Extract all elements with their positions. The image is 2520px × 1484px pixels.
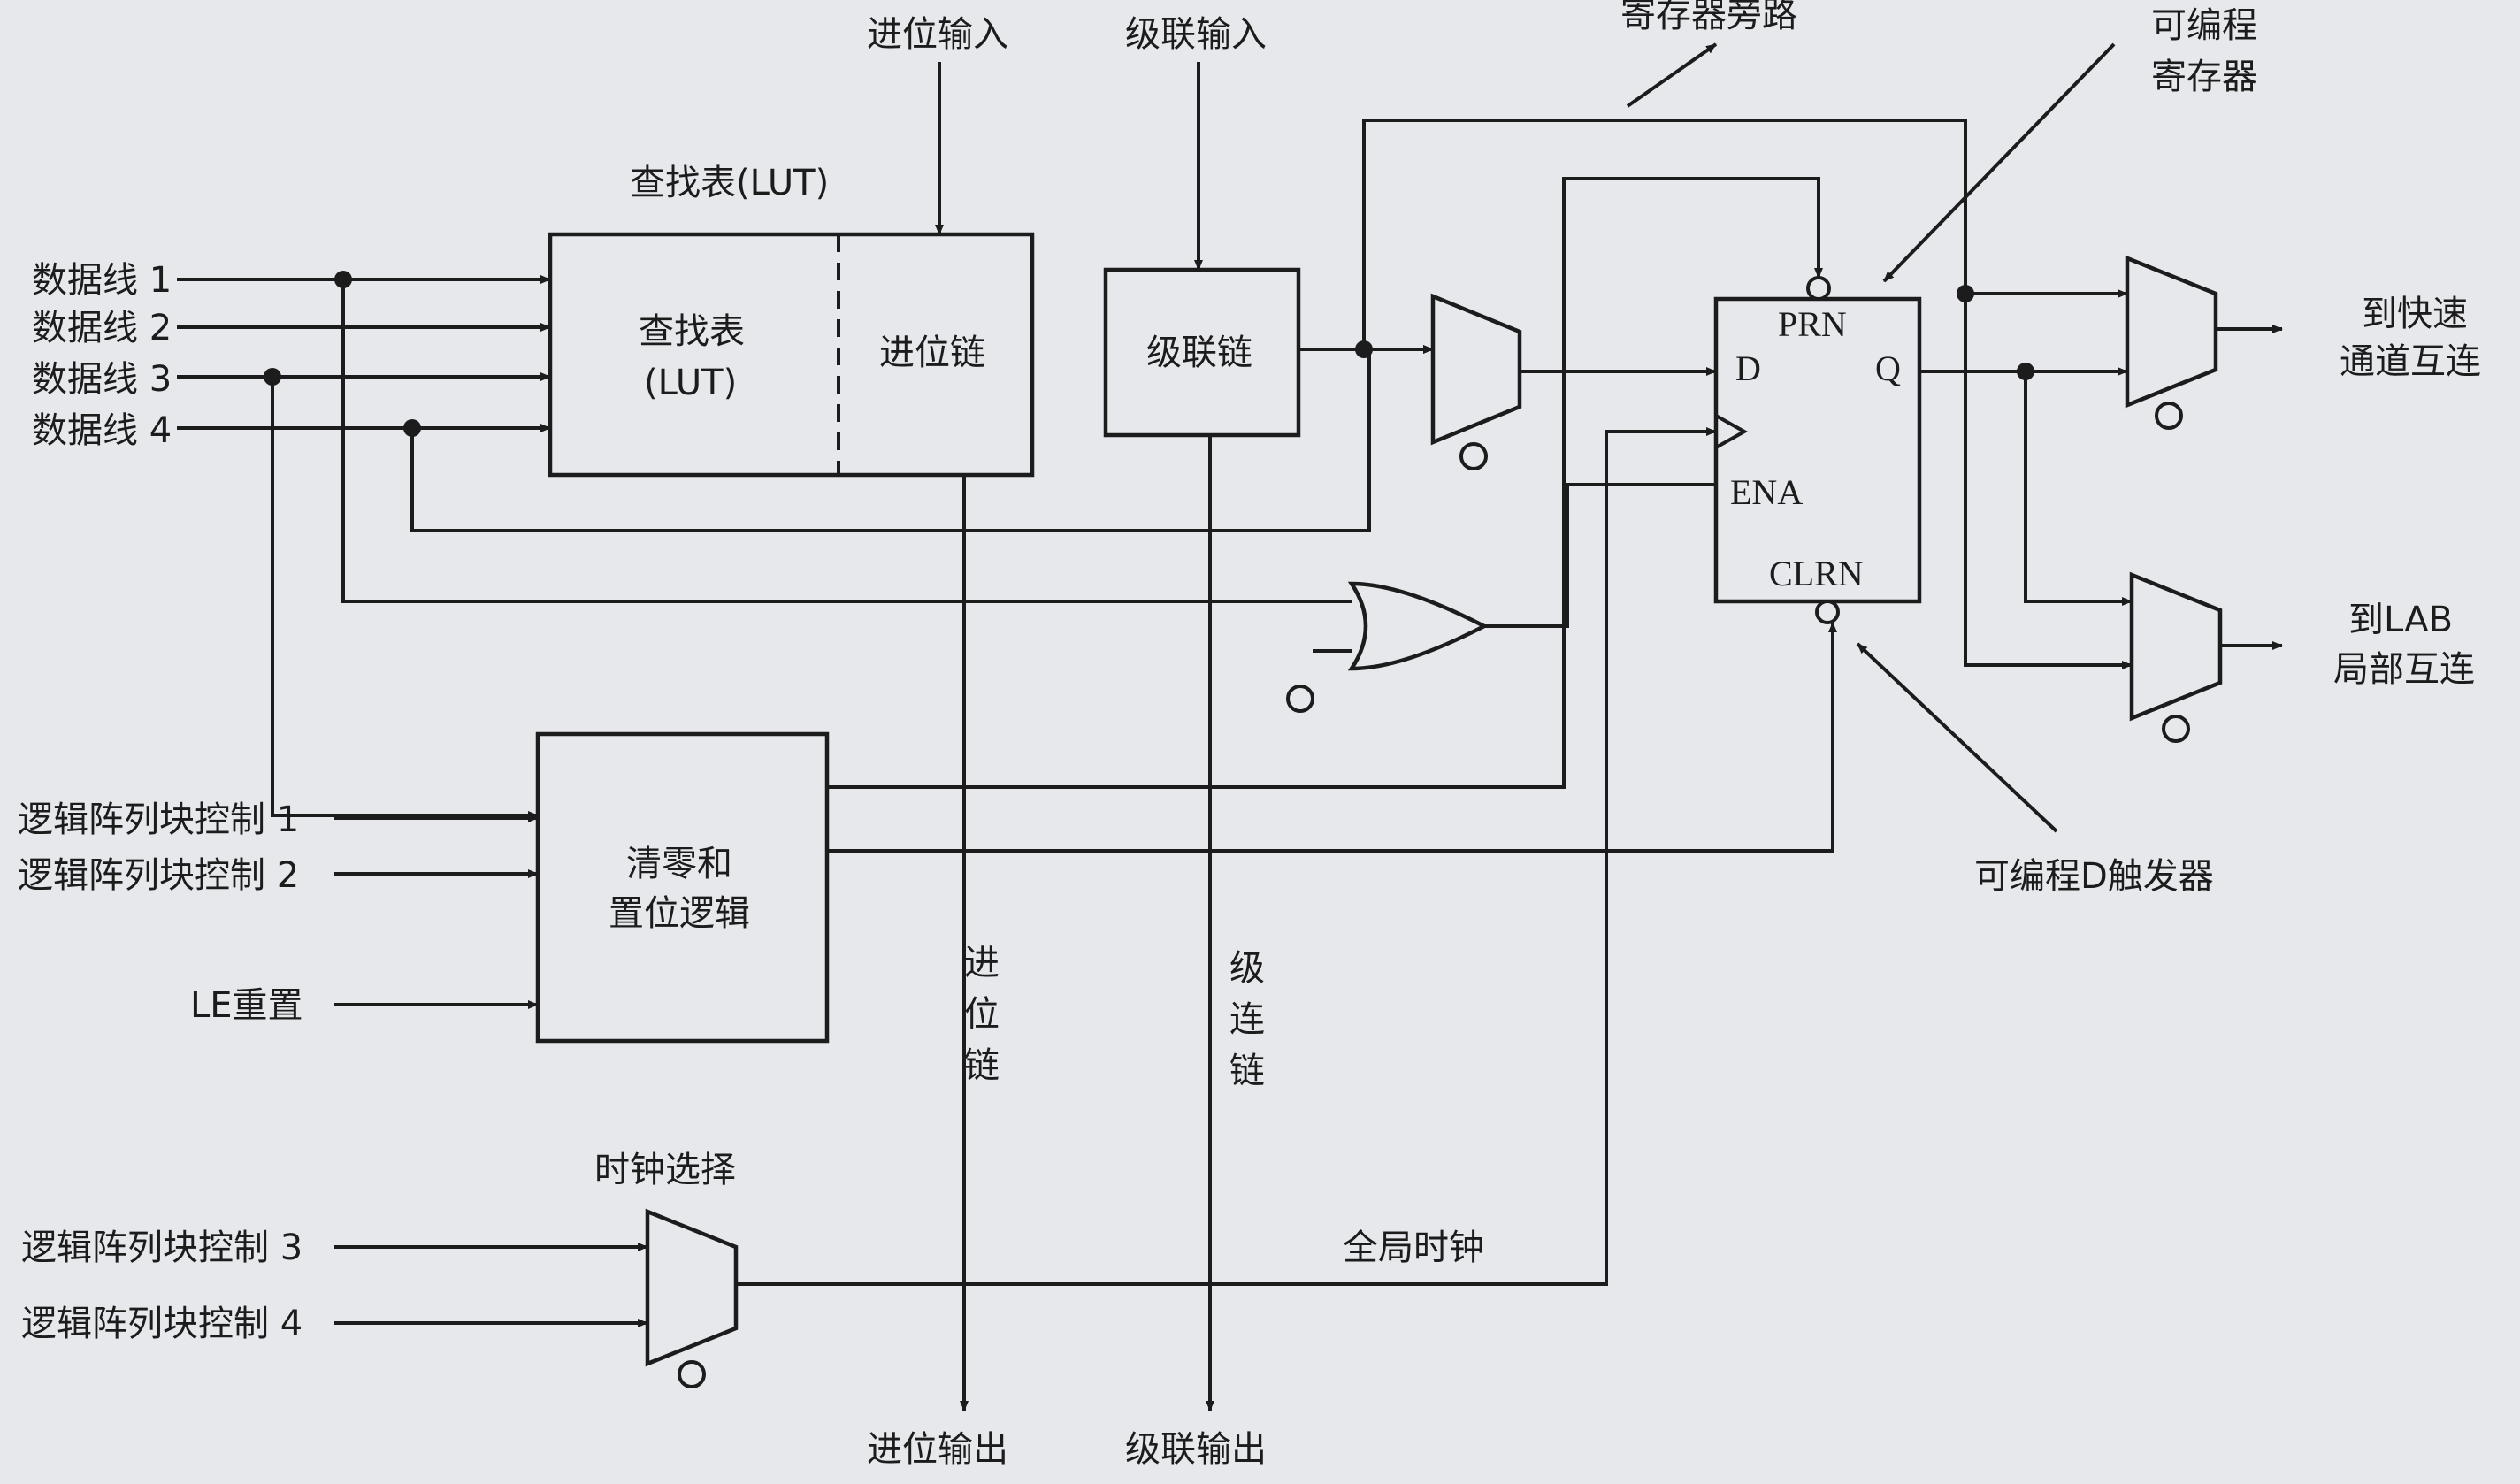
or-gate-input-bubble [1286, 685, 1314, 713]
fast-output-mux-select [2155, 402, 2183, 430]
to-lab-label-1: 到LAB [2348, 600, 2453, 640]
prn-bubble [1806, 276, 1831, 301]
carry-chain-label: 进位链 [879, 333, 985, 373]
cascade-chain-v-2: 连 [1229, 999, 1265, 1040]
lut-label-2: (LUT) [644, 363, 737, 403]
to-fast-label-2: 通道互连 [2340, 341, 2481, 382]
data-line-2-label: 数据线 2 [32, 308, 172, 348]
cascade-chain-label: 级联链 [1146, 333, 1252, 373]
junctions [264, 271, 2034, 437]
clear-preset-label-2: 置位逻辑 [609, 893, 750, 934]
global-clock-label: 全局时钟 [1343, 1228, 1484, 1268]
ff-ena-label: ENA [1730, 472, 1803, 512]
prog-dff-label: 可编程D触发器 [1974, 856, 2214, 897]
clock-input-triangle [1715, 414, 1749, 449]
or-gate [1347, 581, 1489, 671]
lab-ctrl-3-label: 逻辑阵列块控制 3 [21, 1228, 303, 1268]
clrn-bubble [1815, 600, 1840, 624]
ff-q-label: Q [1875, 348, 1901, 388]
register-bypass-label: 寄存器旁路 [1620, 0, 1797, 35]
carry-out-label: 进位输出 [867, 1429, 1008, 1470]
carry-in-label: 进位输入 [867, 14, 1008, 55]
le-reset-label: LE重置 [190, 985, 303, 1026]
clock-select-mux-select [678, 1360, 706, 1388]
data-line-4-label: 数据线 4 [32, 410, 172, 451]
data-line-3-label: 数据线 3 [32, 359, 172, 400]
lab-output-mux-select [2162, 715, 2190, 743]
bypass-mux [1430, 293, 1522, 446]
lut-label-1: 查找表 [639, 311, 745, 352]
ff-d-label: D [1735, 348, 1761, 388]
carry-chain-v-1: 进 [964, 943, 1000, 983]
ff-clrn-label: CLRN [1769, 554, 1864, 593]
to-fast-label-1: 到快速 [2362, 294, 2468, 334]
cascade-in-label: 级联输入 [1125, 14, 1267, 55]
cascade-chain-v-3: 链 [1229, 1051, 1265, 1091]
clock-select-label: 时钟选择 [594, 1150, 736, 1190]
data-line-1-label: 数据线 1 [32, 260, 172, 301]
cascade-chain-v-1: 级 [1229, 948, 1265, 989]
prog-reg-label-2: 寄存器 [2151, 57, 2257, 97]
lab-ctrl-4-label: 逻辑阵列块控制 4 [21, 1304, 303, 1344]
lut-carry-block [548, 232, 1035, 478]
lab-ctrl-1-label: 逻辑阵列块控制 1 [18, 799, 299, 840]
bypass-mux-select [1459, 442, 1488, 470]
fast-output-mux [2125, 255, 2218, 409]
clock-select-mux [645, 1208, 739, 1367]
to-lab-label-2: 局部互连 [2333, 649, 2475, 690]
prog-reg-label-1: 可编程 [2151, 5, 2257, 46]
cascade-out-label: 级联输出 [1125, 1429, 1267, 1470]
lut-top-label: 查找表(LUT) [630, 163, 829, 203]
clear-preset-label-1: 清零和 [626, 844, 732, 884]
ff-prn-label: PRN [1778, 304, 1847, 344]
lab-output-mux [2129, 571, 2223, 722]
carry-chain-v-3: 链 [964, 1045, 1000, 1086]
lab-ctrl-2-label: 逻辑阵列块控制 2 [18, 855, 299, 896]
carry-chain-v-2: 位 [964, 994, 1000, 1035]
clear-preset-block [535, 731, 830, 1044]
wires [177, 42, 2283, 1411]
